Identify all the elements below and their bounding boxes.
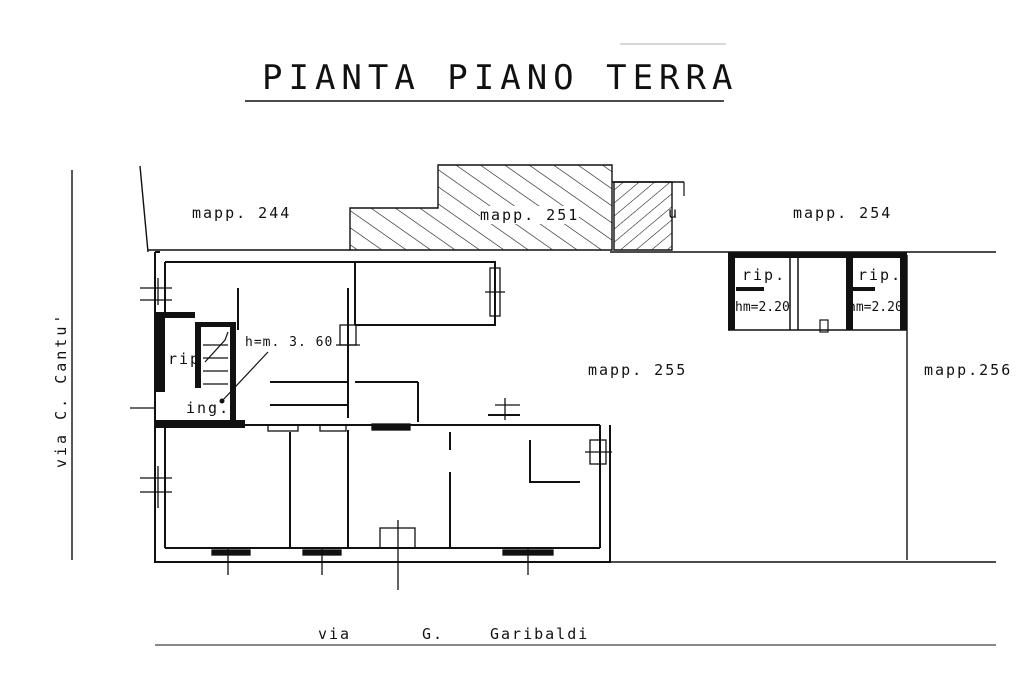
mark-u-label: u: [668, 204, 680, 222]
page-title: PIANTA PIANO TERRA: [262, 58, 739, 98]
street-label-g: G.: [422, 625, 445, 643]
room-height-label: h=m. 3. 60: [245, 335, 334, 350]
room-label-entrance: ing.: [186, 399, 231, 417]
room-label-rip-b: rip.: [858, 266, 903, 284]
room-label-rip-main: rip: [168, 350, 202, 368]
street-label-garibaldi: Garibaldi: [490, 625, 590, 643]
openings: [130, 267, 612, 590]
room-height-rip-b: hm=2.20: [848, 300, 903, 315]
street-label-left: via C. Cantu': [52, 311, 70, 468]
entry-thick-walls: [155, 312, 245, 428]
parcel-label-254: mapp. 254: [793, 204, 893, 222]
room-label-rip-a: rip.: [742, 266, 787, 284]
storage-sheds: [728, 252, 907, 333]
room-height-rip-a: hm=2.20: [735, 300, 790, 315]
parcel-label-251: mapp. 251: [480, 206, 580, 224]
staircase: [203, 331, 229, 385]
height-leader-line: [221, 351, 269, 402]
street-label-via: via: [318, 625, 352, 643]
parcel-label-256: mapp.256: [924, 361, 1013, 379]
parcel-label-244: mapp. 244: [192, 204, 292, 222]
parcel-label-255: mapp. 255: [588, 361, 688, 379]
